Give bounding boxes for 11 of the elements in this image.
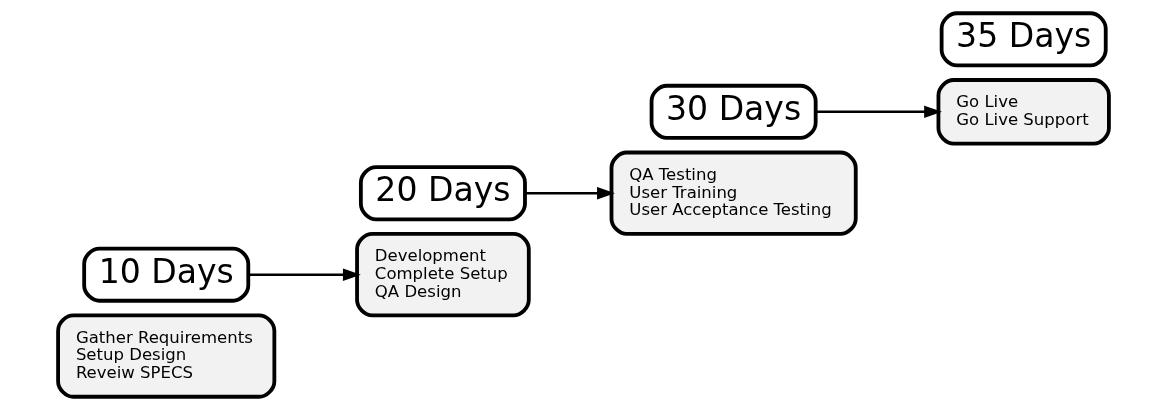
node-box: 35 Days [939,11,1108,68]
node-box: Go Live Go Live Support [936,78,1111,146]
node-box: 30 Days [649,83,818,140]
node-box: Development Complete Setup QA Design [355,232,531,318]
arrow [248,268,361,281]
node-box: Gather Requirements Setup Design Reveiw SPECS [56,313,277,399]
node-box: 20 Days [358,165,527,222]
arrow [815,105,942,119]
node-box: 10 Days [82,246,251,303]
node-box: QA Testing User Training User Acceptance Testing [609,150,858,236]
arrow [525,187,615,200]
